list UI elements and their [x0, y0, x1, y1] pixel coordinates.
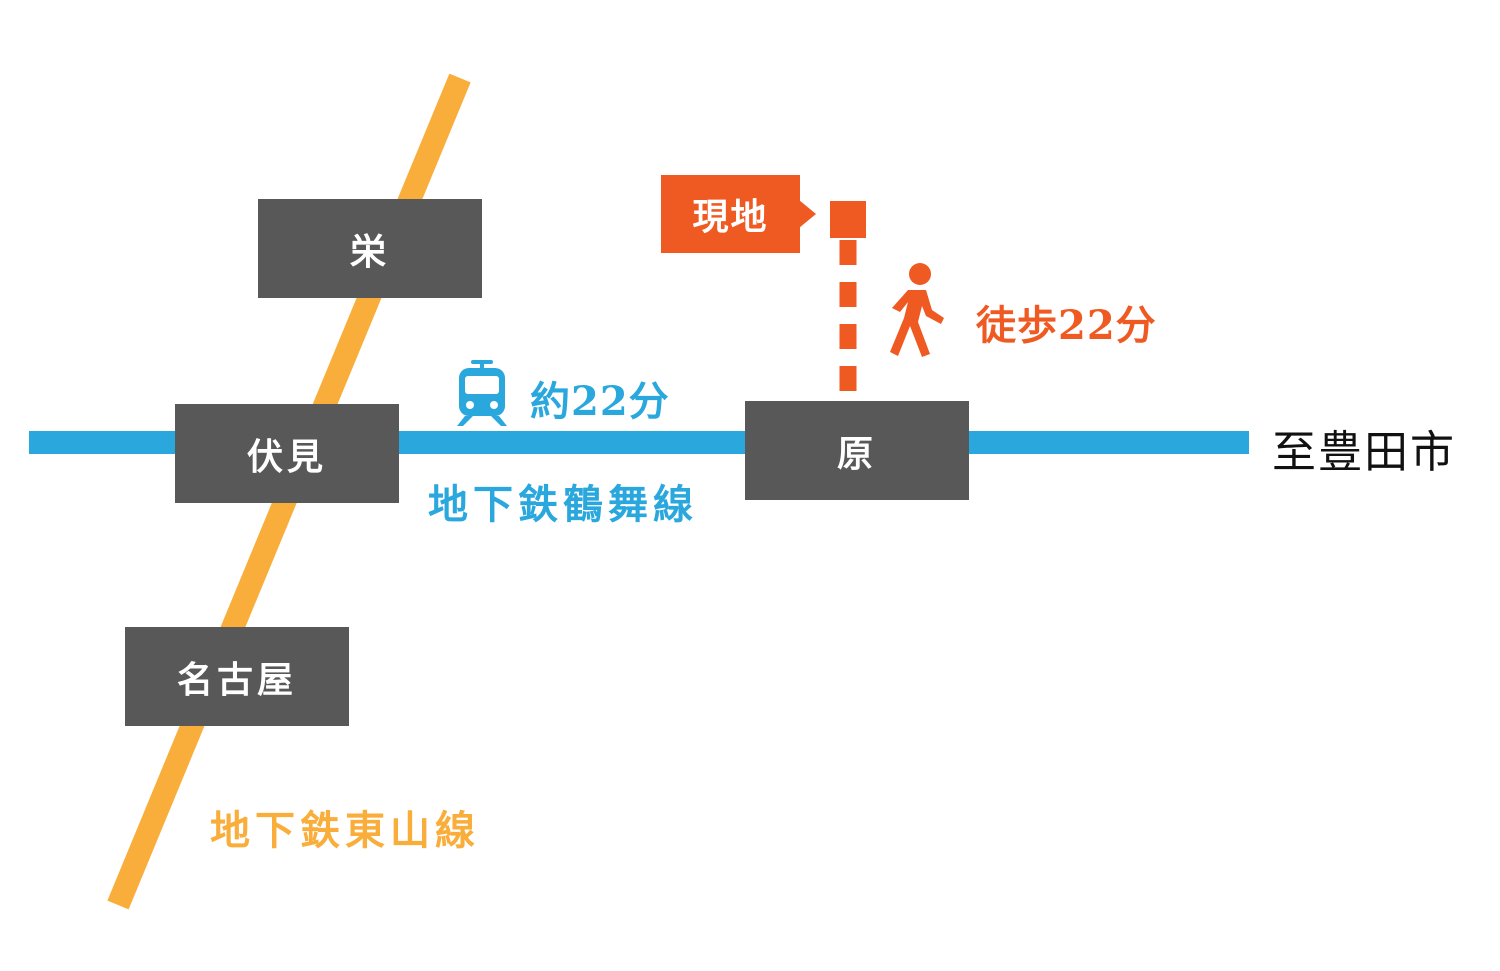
current-location-label: 現地	[692, 196, 769, 238]
station-sakae-label: 栄	[349, 230, 390, 273]
walking-person-icon	[890, 263, 944, 357]
walking-time-label: 徒歩22分	[976, 302, 1157, 349]
current-location-marker	[830, 201, 866, 238]
station-fushimi: 伏見	[175, 404, 399, 503]
travel-time-label: 約22分	[530, 378, 670, 425]
train-icon	[457, 360, 507, 426]
station-hara: 原	[745, 401, 969, 500]
current-location-callout: 現地	[661, 175, 800, 253]
station-fushimi-label: 伏見	[246, 435, 327, 478]
tsurumai-line-label: 地下鉄鶴舞線	[428, 481, 698, 528]
destination-label: 至豊田市	[1272, 427, 1456, 478]
higashiyama-line-label: 地下鉄東山線	[210, 807, 480, 854]
station-nagoya: 名古屋	[125, 627, 349, 726]
station-hara-label: 原	[836, 432, 877, 475]
station-sakae: 栄	[258, 199, 482, 298]
station-nagoya-label: 名古屋	[176, 658, 297, 701]
